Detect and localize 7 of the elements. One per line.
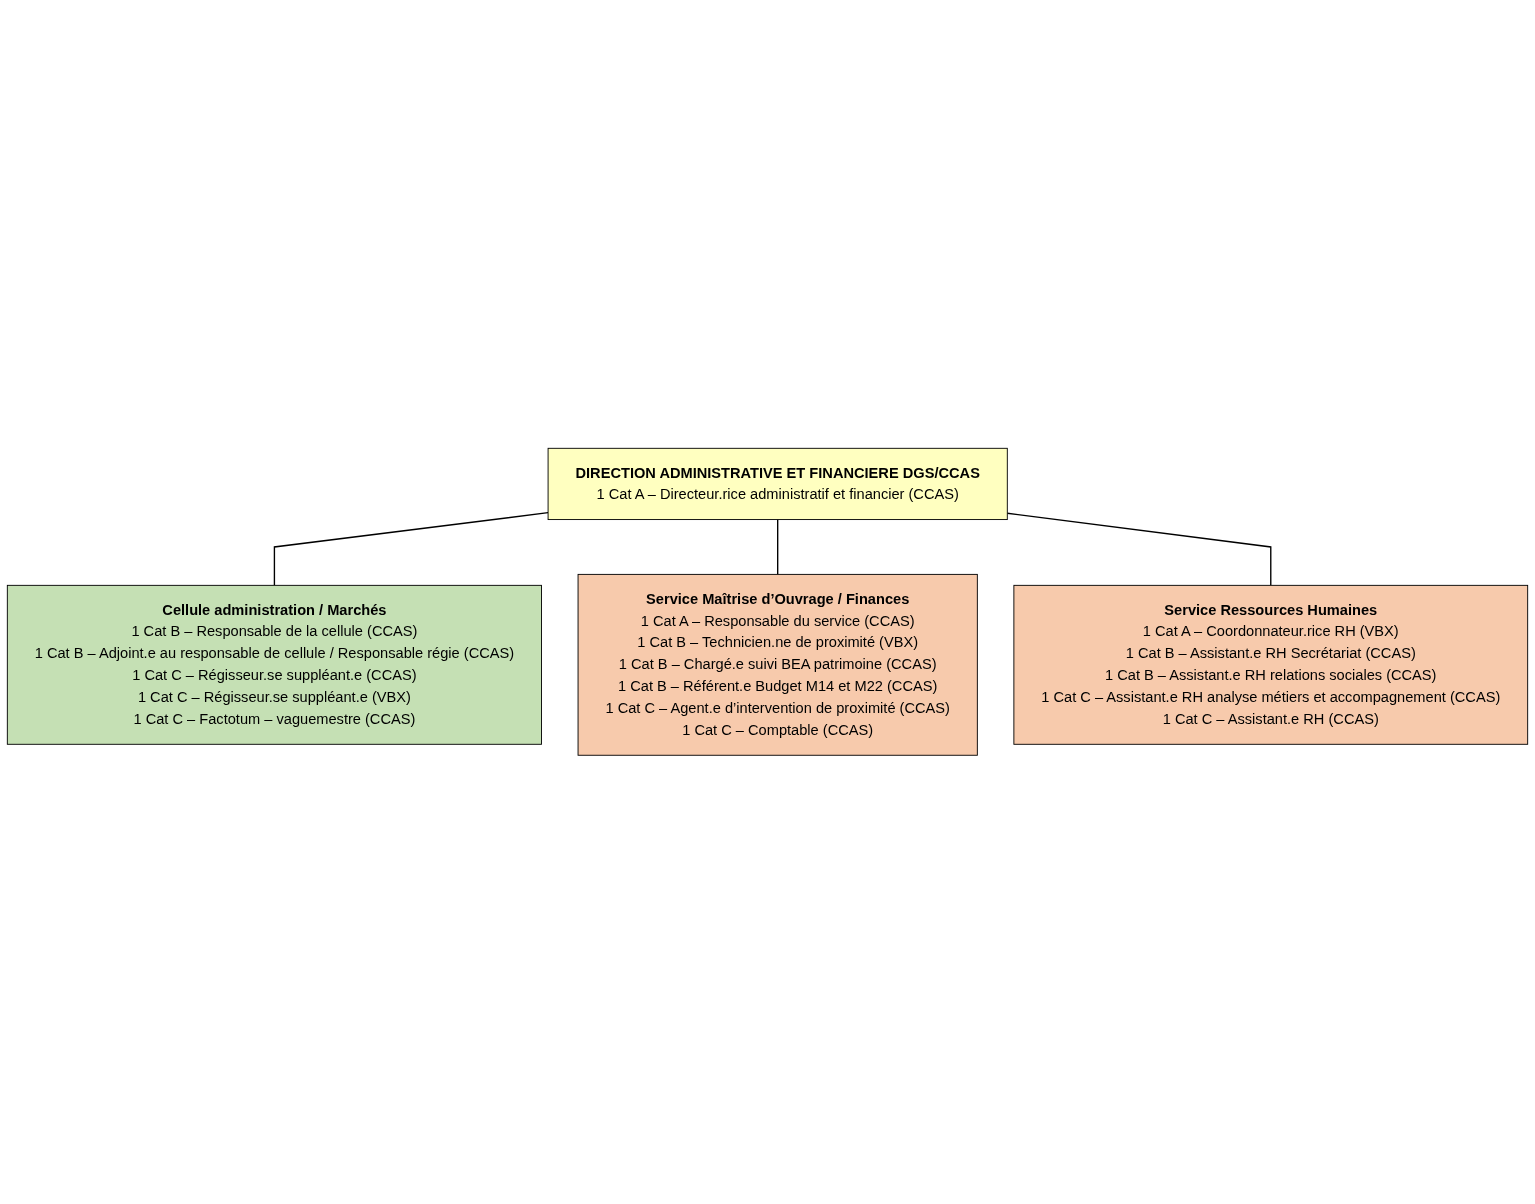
connector: [1006, 512, 1272, 587]
node-box: Cellule administration / Marchés 1 Cat B – Responsable de la cellule (CCAS) 1 Cat B – Adjoint.e au responsable de cellule / Responsable régie (CCAS) 1 Cat C – Régisseur.se suppléant.e (CCAS) 1 Cat C – Régisseur.se suppléant.e (VBX) 1 Cat C – Factotum – vaguemestre (CCAS): [6, 585, 542, 745]
node-box: Service Ressources Humaines 1 Cat A – Coordonnateur.rice RH (VBX) 1 Cat B – Assistant.e RH Secrétariat (CCAS) 1 Cat B – Assistant.e RH relations sociales (CCAS) 1 Cat C – Assistant.e RH analyse métiers et accompagnement (CCAS) 1 Cat C – Assistant.e RH (CCAS): [1013, 585, 1529, 745]
node-box: DIRECTION ADMINISTRATIVE ET FINANCIERE DGS/CCAS 1 Cat A – Directeur.rice administratif et financier (CCAS): [547, 448, 1008, 521]
connector: [273, 512, 549, 587]
node-box: Service Maîtrise d’Ouvrage / Finances 1 Cat A – Responsable du service (CCAS) 1 Cat B – Technicien.ne de proximité (VBX) 1 Cat B – Chargé.e suivi BEA patrimoine (CCAS) 1 Cat B – Référent.e Budget M14 et M22 (CCAS) 1 Cat C – Agent.e d’intervention de proximité (CCAS) 1 Cat C – Comptable (CCAS): [577, 574, 978, 756]
connector: [777, 519, 779, 576]
